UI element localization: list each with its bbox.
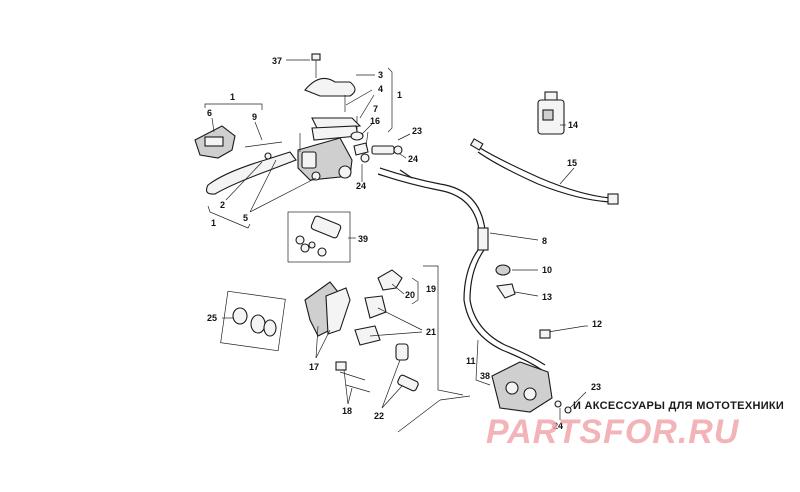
label-37: 37 (272, 56, 282, 66)
label-7: 7 (373, 104, 378, 114)
label-15: 15 (567, 158, 577, 168)
repair-kit-39 (287, 211, 351, 263)
brake-caliper (475, 325, 586, 414)
label-24-right: 24 (408, 154, 418, 164)
label-21: 21 (426, 327, 436, 337)
label-8: 8 (542, 236, 547, 246)
bolts-18 (335, 361, 371, 393)
label-25: 25 (207, 313, 217, 323)
label-14: 14 (568, 120, 578, 130)
label-2: 2 (220, 200, 225, 210)
label-20: 20 (405, 290, 415, 300)
label-18: 18 (342, 406, 352, 416)
pins-22 (395, 343, 419, 392)
label-11: 11 (466, 356, 476, 366)
pad-springs-21 (354, 295, 387, 346)
label-1-bottom: 1 (211, 218, 216, 228)
brake-pads-17 (304, 281, 351, 337)
label-3: 3 (378, 70, 383, 80)
label-12: 12 (592, 319, 602, 329)
brake-hose (377, 167, 546, 371)
label-16: 16 (370, 116, 380, 126)
label-5: 5 (243, 213, 248, 223)
label-38: 38 (480, 371, 490, 381)
leader-lines (211, 59, 588, 433)
label-24-below: 24 (356, 181, 366, 191)
label-1-top: 1 (397, 90, 402, 100)
brake-fluid-bottle (537, 91, 565, 135)
label-22: 22 (374, 411, 384, 421)
label-1-left: 1 (230, 92, 235, 102)
label-4: 4 (378, 84, 383, 94)
label-13: 13 (542, 292, 552, 302)
part-labels: 37 3 4 1 1 6 9 7 16 23 24 24 2 5 1 39 14… (207, 56, 602, 431)
watermark-brand: PARTSFOR.RU (486, 413, 740, 451)
caliper-seals-25 (220, 290, 286, 352)
watermark-tagline: И АКСЕССУАРЫ ДЛЯ МОТОТЕХНИКИ (573, 400, 784, 412)
label-17: 17 (309, 362, 319, 372)
hose-clips (495, 264, 516, 299)
pad-pins-20 (377, 265, 464, 396)
brake-switch-cable (469, 138, 619, 205)
label-23-top: 23 (412, 126, 422, 136)
label-39: 39 (358, 234, 368, 244)
label-19: 19 (426, 284, 436, 294)
master-cylinder-assembly (297, 53, 403, 181)
label-6: 6 (207, 108, 212, 118)
label-24-bottom: 24 (553, 421, 563, 431)
label-23-bottom: 23 (591, 382, 601, 392)
label-10: 10 (542, 265, 552, 275)
label-9: 9 (252, 112, 257, 122)
watermark: И АКСЕССУАРЫ ДЛЯ МОТОТЕХНИКИ PARTSFOR.RU (486, 400, 784, 451)
